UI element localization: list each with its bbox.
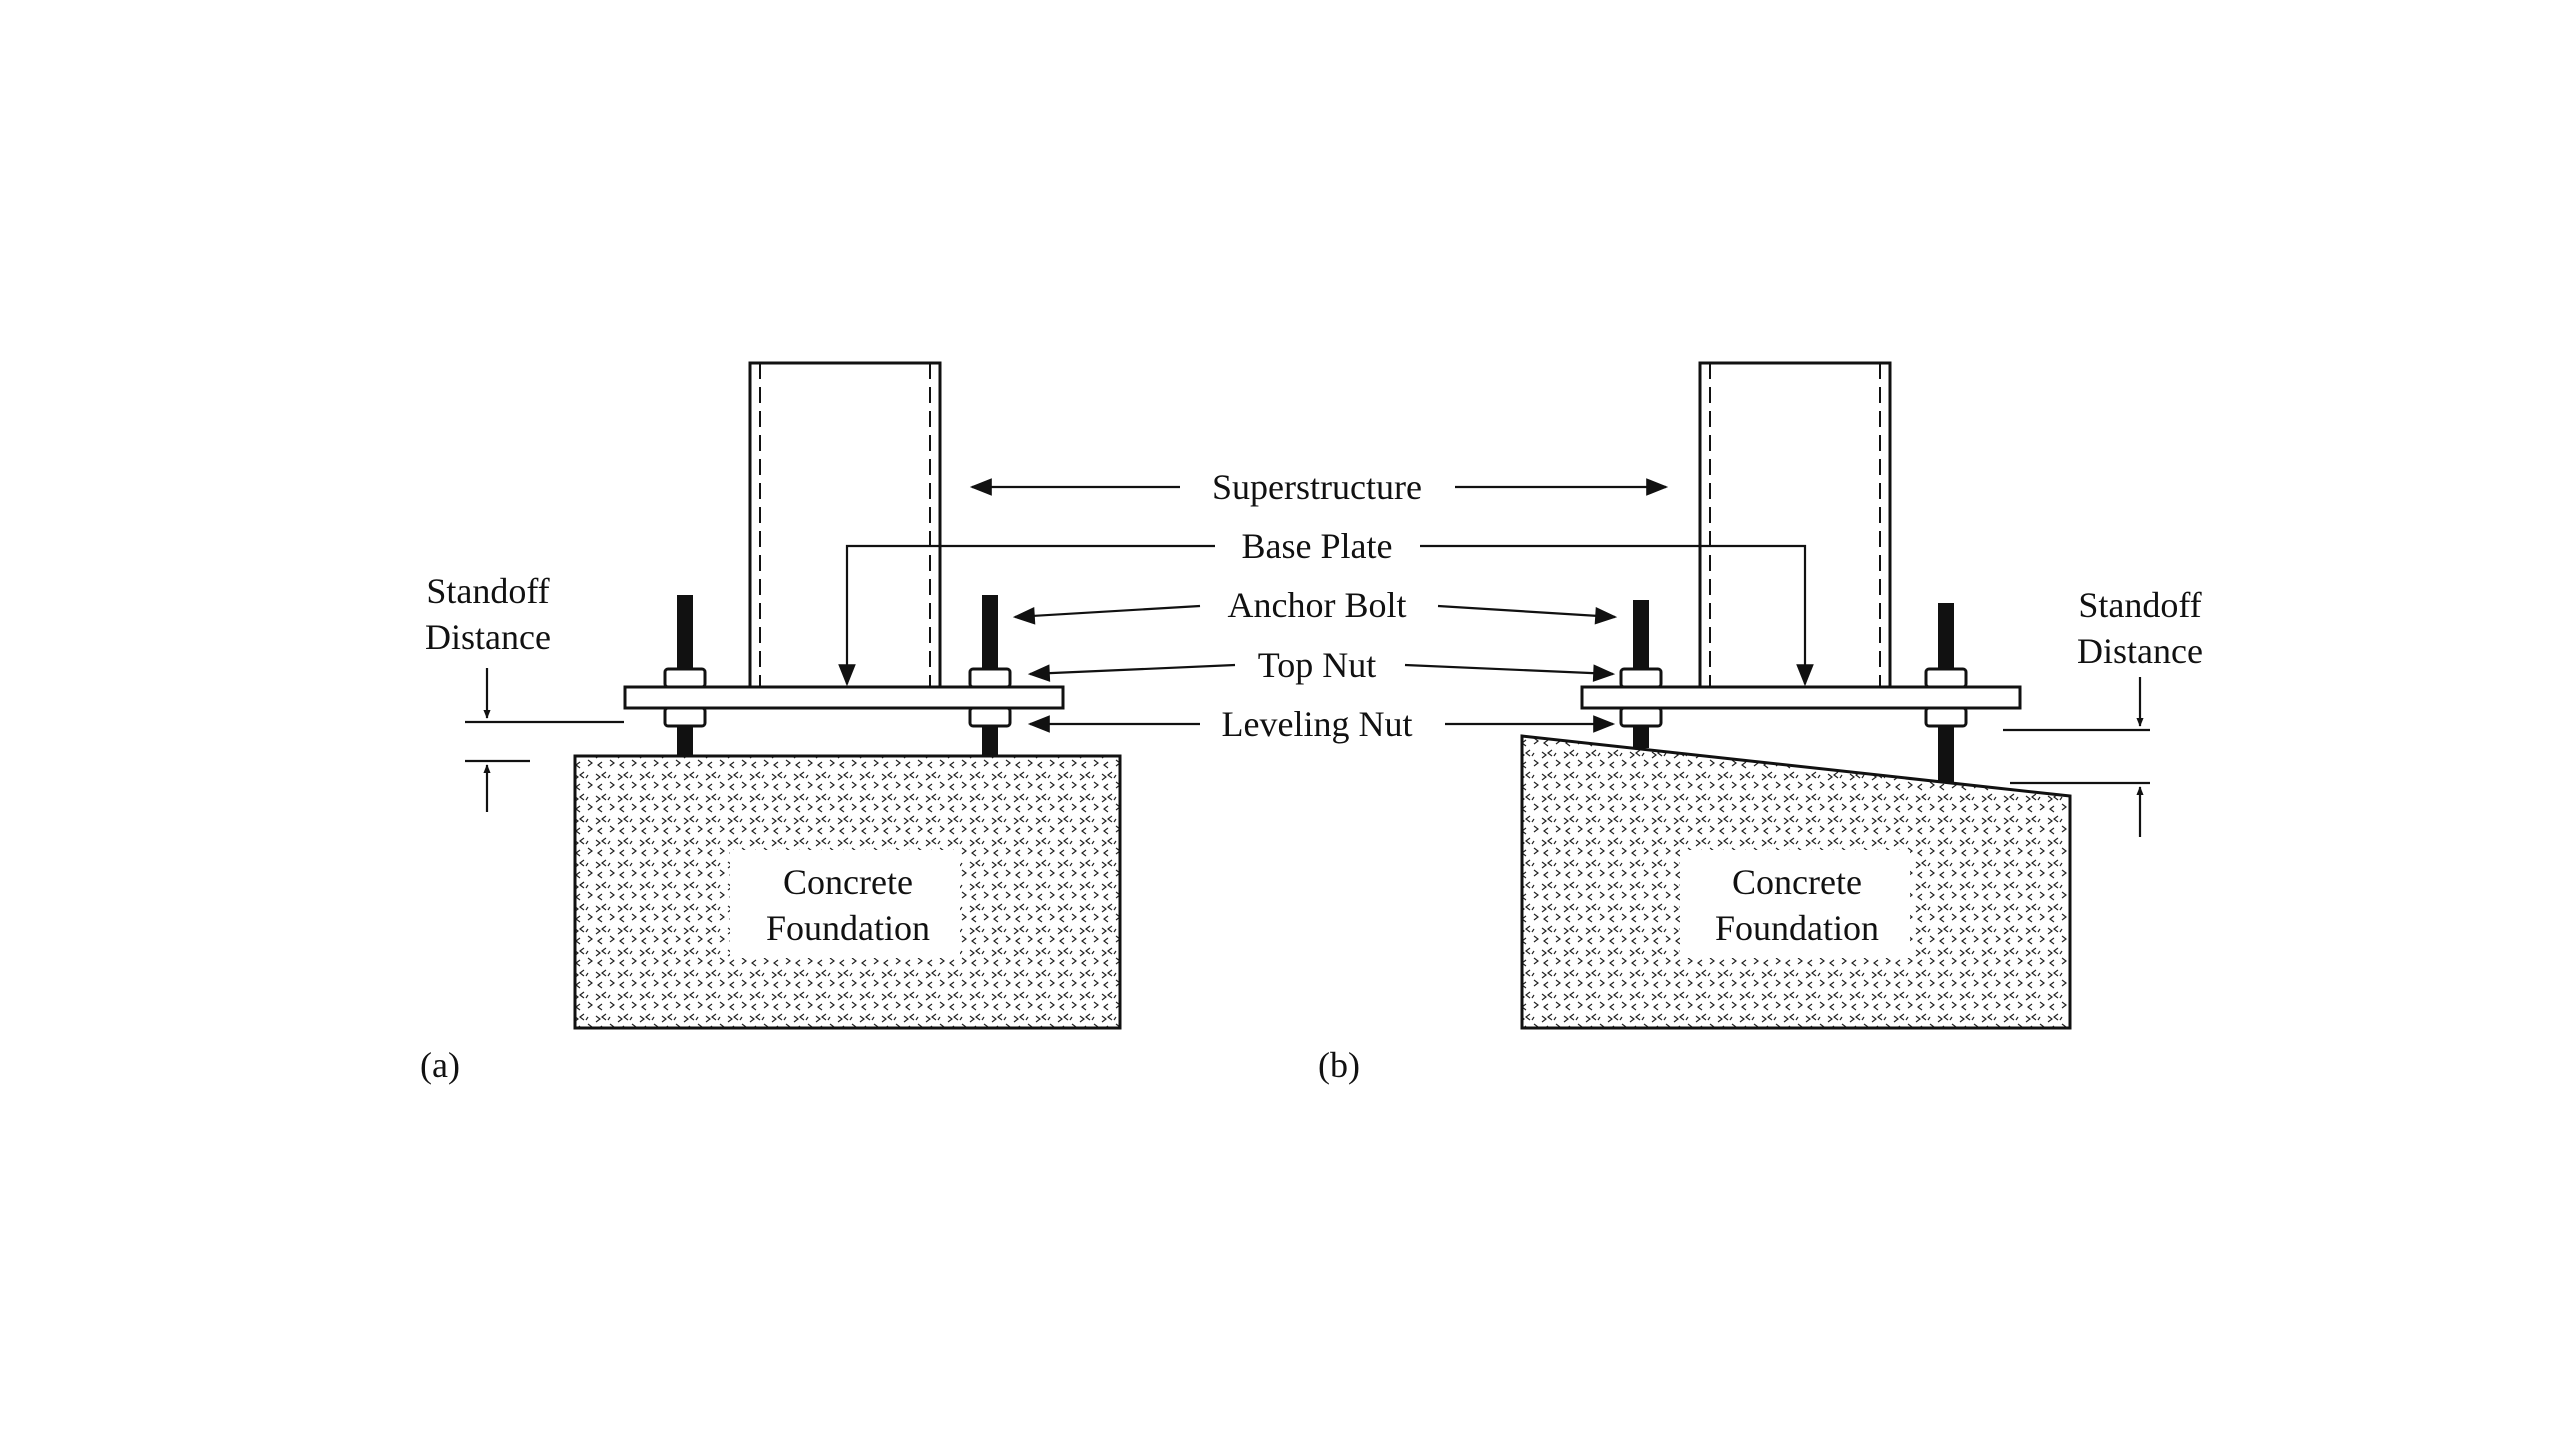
foundation-label-a-line2: Foundation bbox=[766, 908, 930, 948]
standoff-dimension-b bbox=[2003, 677, 2150, 837]
standoff-label-b-line1: Standoff bbox=[2078, 585, 2201, 625]
panel-b: Concrete Foundation Standoff Distance (b… bbox=[1318, 361, 2203, 1085]
base-plate-a bbox=[623, 685, 1065, 710]
leveling-nut-a-left bbox=[663, 706, 707, 728]
panel-a-tag: (a) bbox=[420, 1045, 460, 1085]
standoff-dimension-a bbox=[465, 668, 624, 812]
top-nut-a-right bbox=[968, 667, 1012, 689]
superstructure-column-b bbox=[1698, 361, 1892, 689]
leveling-nut-label: Leveling Nut bbox=[1222, 704, 1413, 744]
anchor-bolt-arrow-left bbox=[1012, 604, 1201, 625]
leveling-nut-b-left bbox=[1619, 706, 1663, 728]
top-nut-label: Top Nut bbox=[1258, 645, 1376, 685]
top-nut-b-right bbox=[1924, 667, 1968, 689]
panel-b-tag: (b) bbox=[1318, 1045, 1360, 1085]
top-nut-arrow-left bbox=[1027, 663, 1236, 682]
standoff-label-a-line2: Distance bbox=[425, 617, 551, 657]
foundation-label-bg-a bbox=[730, 850, 960, 958]
superstructure-label: Superstructure bbox=[1212, 467, 1422, 507]
base-plate-leader-left bbox=[838, 544, 1215, 687]
foundation-label-b-line2: Foundation bbox=[1715, 908, 1879, 948]
base-plate-leader-right bbox=[1420, 544, 1814, 687]
anchor-bolt-arrow-right bbox=[1437, 604, 1618, 625]
top-nut-b-left bbox=[1619, 667, 1663, 689]
leveling-nut-b-right bbox=[1924, 706, 1968, 728]
top-nut-arrow-right bbox=[1404, 663, 1616, 682]
callouts: Superstructure Base Plate Anchor Bolt To… bbox=[838, 467, 1814, 744]
standoff-label-a-line1: Standoff bbox=[426, 571, 549, 611]
standoff-label-b-line2: Distance bbox=[2077, 631, 2203, 671]
superstructure-column-a bbox=[748, 361, 942, 689]
top-nut-a-left bbox=[663, 667, 707, 689]
leveling-nut-a-right bbox=[968, 706, 1012, 728]
anchor-bolt-label: Anchor Bolt bbox=[1228, 585, 1407, 625]
foundation-label-b-line1: Concrete bbox=[1732, 862, 1862, 902]
base-plate-b bbox=[1580, 685, 2022, 710]
foundation-label-bg-b bbox=[1680, 850, 1910, 958]
panel-a: Concrete Foundation Standoff Distance (a… bbox=[420, 361, 1122, 1085]
base-plate-label: Base Plate bbox=[1242, 526, 1393, 566]
foundation-label-a-line1: Concrete bbox=[783, 862, 913, 902]
